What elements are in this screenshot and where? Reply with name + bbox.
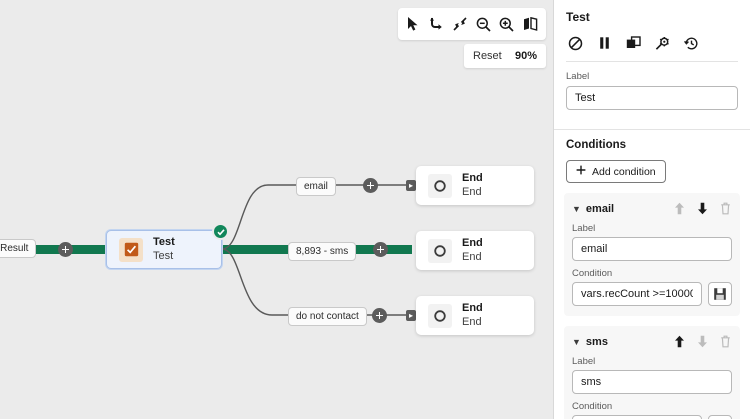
condition-label-caption: Label (572, 223, 596, 234)
condition-expression-caption: Condition (572, 401, 613, 412)
duplicate-icon[interactable] (624, 34, 642, 52)
node-text-block: End End (462, 237, 483, 265)
node-subtitle: Test (153, 249, 174, 262)
node-subtitle: End (462, 315, 482, 328)
condition-header[interactable]: ▼ email (572, 201, 732, 216)
edge-arrow-email: ▸ (406, 180, 416, 191)
pointer-icon[interactable] (403, 13, 425, 35)
node-title: End (462, 301, 483, 314)
workflow-canvas[interactable]: Reset 90% - Result Test Test email ▸ (0, 0, 553, 419)
add-step-button-do-not-contact[interactable] (372, 308, 387, 323)
delete-icon[interactable] (719, 201, 732, 216)
plus-icon (576, 165, 586, 178)
condition-expression-caption: Condition (572, 268, 613, 279)
history-clock-icon[interactable] (682, 34, 700, 52)
label-input[interactable] (566, 86, 738, 110)
inbound-edge-label[interactable]: - Result (0, 239, 37, 258)
condition-name: sms (585, 335, 608, 348)
panel-divider (566, 61, 738, 62)
branch-label-email[interactable]: email (296, 177, 336, 196)
condition-label-field: Label (572, 223, 732, 261)
stop-circle-icon (428, 303, 452, 328)
move-up-icon[interactable] (673, 201, 686, 216)
reset-zoom-button[interactable]: Reset (473, 50, 502, 62)
node-text-block: End End (462, 172, 483, 200)
insert-personalization-icon[interactable] (708, 282, 732, 306)
condition-expression-row (572, 415, 732, 419)
canvas-zoom-reset-bar[interactable]: Reset 90% (464, 44, 546, 68)
node-text-block: End End (462, 302, 483, 330)
condition-expression-field: Condition (572, 268, 732, 306)
panel-header: Test (554, 0, 750, 62)
panel-action-toolbar[interactable] (566, 34, 738, 52)
branch-label-sms[interactable]: 8,893 - sms (288, 242, 357, 261)
add-condition-button[interactable]: Add condition (566, 160, 666, 183)
insert-personalization-icon[interactable] (708, 415, 732, 419)
pause-icon[interactable] (595, 34, 613, 52)
node-subtitle: End (462, 185, 482, 198)
node-title: End (462, 171, 483, 184)
block-circle-icon[interactable] (566, 34, 584, 52)
connector-arrow-icon[interactable] (426, 13, 448, 35)
label-field-caption: Label (566, 71, 590, 82)
move-down-icon[interactable] (696, 201, 709, 216)
label-field-group: Label (554, 62, 750, 120)
node-title: End (462, 236, 483, 249)
condition-tools[interactable] (673, 334, 732, 349)
workflow-node-end-do-not-contact[interactable]: End End (416, 296, 534, 335)
workflow-node-end-email[interactable]: End End (416, 166, 534, 205)
zoom-out-icon[interactable] (473, 13, 495, 35)
node-subtitle: End (462, 250, 482, 263)
zoom-in-icon[interactable] (496, 13, 518, 35)
zoom-level-value: 90% (514, 50, 537, 62)
workflow-node-test[interactable]: Test Test (106, 223, 229, 269)
chevron-down-icon[interactable]: ▼ (572, 336, 581, 347)
conditions-divider (554, 129, 750, 130)
workflow-node-end-sms[interactable]: End End (416, 231, 534, 270)
panel-title: Test (566, 10, 590, 24)
condition-label-input[interactable] (572, 237, 732, 261)
edge-arrow-do-not-contact: ▸ (406, 310, 416, 321)
chevron-down-icon[interactable]: ▼ (572, 203, 581, 214)
node-valid-check-icon (212, 223, 229, 240)
condition-tools[interactable] (673, 201, 732, 216)
condition-card-email: ▼ email Label Co (564, 193, 740, 316)
add-step-button-inbound[interactable] (58, 242, 73, 257)
delete-icon[interactable] (719, 334, 732, 349)
condition-header[interactable]: ▼ sms (572, 334, 732, 349)
stop-circle-icon (428, 173, 452, 198)
condition-expression-input[interactable] (572, 282, 702, 306)
condition-expression-row (572, 282, 732, 306)
condition-label-input[interactable] (572, 370, 732, 394)
conditions-heading: Conditions (566, 139, 627, 151)
condition-expression-field: Condition (572, 401, 732, 419)
condition-name: email (585, 202, 615, 215)
node-text-block: Test Test (153, 236, 175, 264)
move-up-icon[interactable] (673, 334, 686, 349)
condition-expression-input[interactable] (572, 415, 702, 419)
properties-panel: Test Label (553, 0, 750, 419)
add-step-button-sms[interactable] (373, 242, 388, 257)
branch-label-do-not-contact[interactable]: do not contact (288, 307, 367, 326)
add-condition-label: Add condition (592, 165, 656, 178)
condition-label-field: Label (572, 356, 732, 394)
checkbox-activity-icon (119, 237, 143, 262)
canvas-zoom-toolbar[interactable] (398, 8, 546, 40)
add-step-button-email[interactable] (363, 178, 378, 193)
gear-icon[interactable] (653, 34, 671, 52)
condition-label-caption: Label (572, 356, 596, 367)
stop-circle-icon (428, 238, 452, 263)
condition-card-sms: ▼ sms Label Cond (564, 326, 740, 419)
map-icon[interactable] (519, 13, 541, 35)
node-title: Test (153, 235, 175, 248)
fit-screen-icon[interactable] (449, 13, 471, 35)
move-down-icon[interactable] (696, 334, 709, 349)
